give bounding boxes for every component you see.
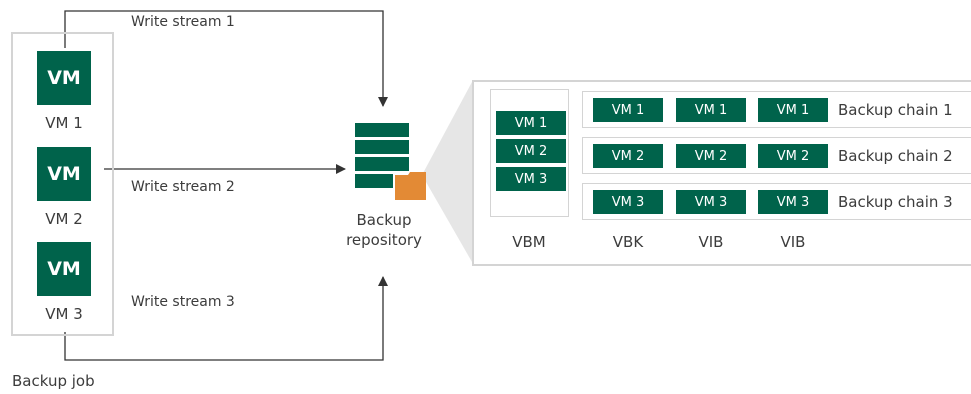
backup-chain-row: [582, 183, 971, 220]
repository-label-line2: repository: [346, 231, 422, 249]
vbm-column-label: VBM: [512, 233, 546, 251]
vm-icon: VM: [37, 147, 91, 201]
vm-icon: VM: [37, 51, 91, 105]
repository-label: Backup repository: [334, 210, 434, 250]
vbk-item: VM 1: [594, 99, 662, 121]
vib-item: VM 1: [759, 99, 827, 121]
vm-icon: VM: [37, 242, 91, 296]
vib-item: VM 2: [677, 145, 745, 167]
vib-column-label: VIB: [780, 233, 806, 251]
backup-job-label: Backup job: [12, 372, 95, 390]
write-stream-1-arrow: [64, 10, 388, 107]
repository-detail-panel: [472, 80, 971, 266]
write-stream-3-label: Write stream 3: [131, 294, 235, 310]
backup-chain-label: Backup chain 1: [838, 101, 953, 119]
backup-chain-row: [582, 137, 971, 174]
write-stream-2-label: Write stream 2: [131, 179, 235, 195]
vib-item: VM 1: [677, 99, 745, 121]
vib-item: VM 3: [759, 191, 827, 213]
backup-chain-label: Backup chain 3: [838, 193, 953, 211]
vbk-column-label: VBK: [612, 233, 644, 251]
vm-label: VM 1: [45, 114, 83, 132]
write-stream-1-label: Write stream 1: [131, 14, 235, 30]
repository-label-line1: Backup: [356, 211, 412, 229]
zoom-callout-wedge: [422, 82, 472, 262]
vbm-box: [490, 89, 569, 217]
write-stream-3-arrow: [64, 276, 388, 361]
backup-job-box: [11, 32, 114, 336]
vm-label: VM 2: [45, 210, 83, 228]
vbk-item: VM 3: [594, 191, 662, 213]
vib-column-label: VIB: [698, 233, 724, 251]
vbk-item: VM 2: [594, 145, 662, 167]
vbm-item: VM 3: [497, 168, 565, 190]
vm-label: VM 3: [45, 305, 83, 323]
vib-item: VM 3: [677, 191, 745, 213]
backup-chain-label: Backup chain 2: [838, 147, 953, 165]
vib-item: VM 2: [759, 145, 827, 167]
vbm-item: VM 1: [497, 112, 565, 134]
repository-icon: [355, 123, 426, 200]
vbm-item: VM 2: [497, 140, 565, 162]
backup-chain-row: [582, 91, 971, 128]
